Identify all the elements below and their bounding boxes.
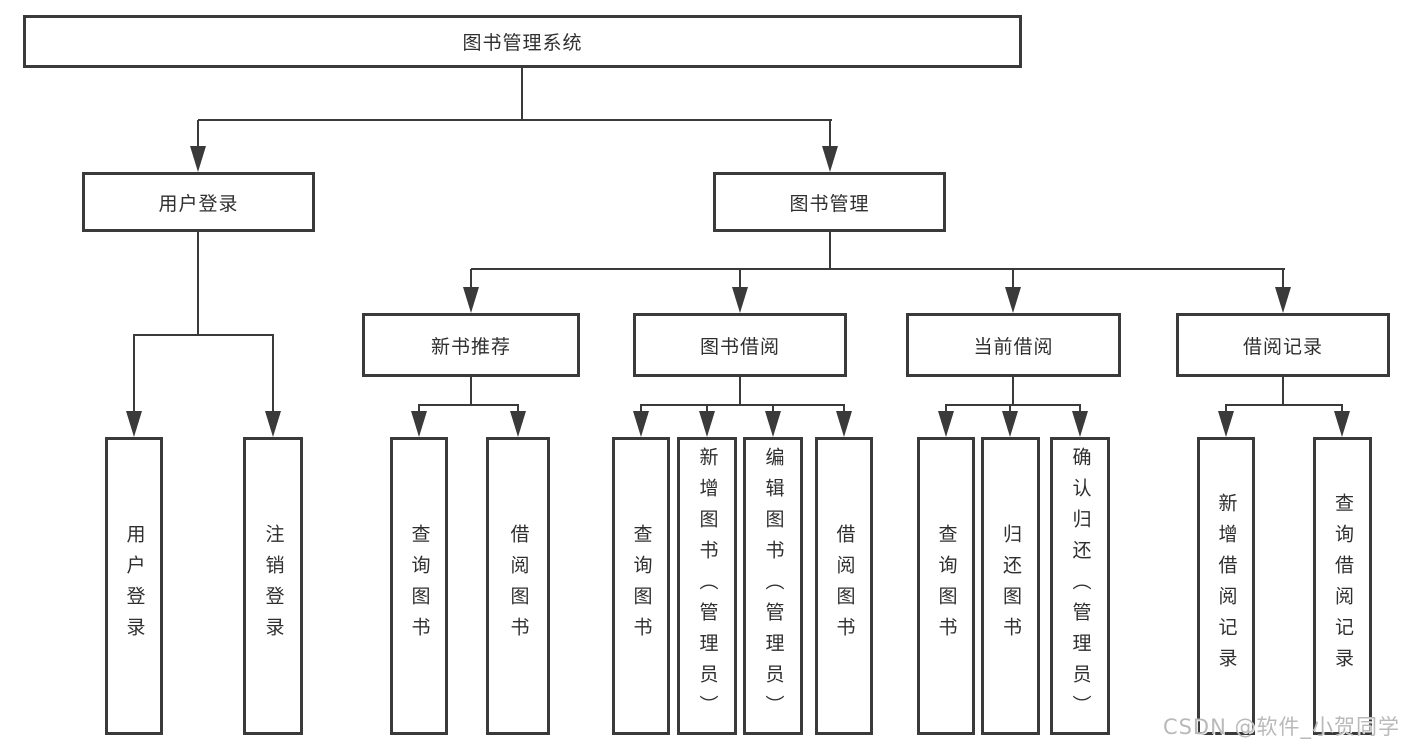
node-book-management: 图书管理: [713, 172, 946, 232]
connector-line: [772, 404, 774, 413]
node-label: 借阅图书: [507, 524, 530, 648]
connector-line: [1341, 404, 1343, 413]
connector-line: [1012, 377, 1014, 406]
connector-line: [197, 120, 199, 147]
arrow-down-icon: [633, 411, 649, 437]
connector-line: [1226, 404, 1343, 406]
node-label: 图书借阅: [699, 335, 780, 358]
connector-line: [198, 119, 832, 121]
leaf-add-borrow-record: 新增借阅记录: [1197, 437, 1255, 735]
node-label: 用户登录: [123, 524, 146, 648]
node-new-book-recommend: 新书推荐: [362, 313, 580, 377]
connector-line: [521, 68, 523, 120]
arrow-down-icon: [822, 146, 838, 172]
arrow-down-icon: [938, 411, 954, 437]
arrow-down-icon: [1275, 287, 1291, 313]
connector-line: [829, 120, 831, 147]
connector-line: [272, 334, 274, 411]
arrow-down-icon: [190, 146, 206, 172]
arrow-down-icon: [699, 411, 715, 437]
node-label: 注销登录: [262, 524, 285, 648]
node-label: 借阅图书: [833, 524, 856, 648]
leaf-borrow-books: 借阅图书: [815, 437, 873, 735]
node-current-borrow: 当前借阅: [906, 313, 1121, 377]
connector-line: [1012, 269, 1014, 288]
arrow-down-icon: [265, 411, 281, 437]
leaf-query-borrow-record: 查询借阅记录: [1313, 437, 1372, 735]
connector-line: [739, 377, 741, 406]
connector-line: [706, 404, 708, 413]
leaf-add-books-admin: 新增图书（管理员）: [677, 437, 737, 735]
arrow-down-icon: [765, 411, 781, 437]
node-label: 编辑图书（管理员）: [762, 446, 785, 726]
connector-line: [829, 232, 831, 270]
leaf-return-books: 归还图书: [981, 437, 1040, 735]
node-label: 新增借阅记录: [1215, 493, 1238, 679]
connector-line: [1225, 404, 1227, 413]
leaf-confirm-return-admin: 确认归还（管理员）: [1050, 437, 1110, 735]
node-label: 查询借阅记录: [1332, 493, 1354, 679]
connector-line: [470, 377, 472, 406]
connector-line: [739, 269, 741, 288]
leaf-edit-books-admin: 编辑图书（管理员）: [743, 437, 803, 735]
arrow-down-icon: [510, 411, 526, 437]
connector-line: [470, 269, 472, 288]
connector-line: [133, 334, 135, 411]
connector-line: [134, 334, 274, 336]
node-label: 新书推荐: [430, 335, 511, 358]
node-label: 查询图书: [935, 524, 958, 648]
node-borrow-records: 借阅记录: [1176, 313, 1390, 377]
node-user-login: 用户登录: [82, 172, 315, 232]
node-label: 用户登录: [158, 192, 239, 215]
arrow-down-icon: [463, 287, 479, 313]
arrow-down-icon: [1218, 411, 1234, 437]
connector-line: [843, 404, 845, 413]
connector-line: [419, 404, 519, 406]
node-label: 当前借阅: [973, 335, 1054, 358]
csdn-watermark: CSDN @软件_小贺同学: [1162, 715, 1400, 739]
arrow-down-icon: [732, 287, 748, 313]
node-label: 图书管理系统: [462, 32, 583, 54]
leaf-query-books-recommend: 查询图书: [390, 437, 448, 735]
node-label: 归还图书: [1000, 524, 1022, 648]
connector-line: [946, 404, 1081, 406]
leaf-logout: 注销登录: [243, 437, 303, 735]
leaf-query-books-borrow: 查询图书: [612, 437, 670, 735]
leaf-query-books-current: 查询图书: [917, 437, 975, 735]
connector-line: [1282, 377, 1284, 406]
node-label: 借阅记录: [1242, 335, 1323, 358]
arrow-down-icon: [411, 411, 427, 437]
connector-line: [1079, 404, 1081, 413]
connector-line: [471, 268, 1285, 270]
leaf-user-login: 用户登录: [105, 437, 163, 735]
connector-line: [197, 232, 199, 336]
arrow-down-icon: [1072, 411, 1088, 437]
node-root: 图书管理系统: [23, 15, 1022, 68]
connector-line: [1282, 269, 1284, 288]
arrow-down-icon: [836, 411, 852, 437]
node-label: 确认归还（管理员）: [1069, 446, 1092, 726]
arrow-down-icon: [1005, 287, 1021, 313]
node-label: 新增图书（管理员）: [696, 446, 719, 726]
leaf-borrow-books-recommend: 借阅图书: [486, 437, 550, 735]
node-label: 查询图书: [630, 524, 653, 648]
node-label: 查询图书: [408, 524, 431, 648]
connector-line: [945, 404, 947, 413]
arrow-down-icon: [1334, 411, 1350, 437]
arrow-down-icon: [1002, 411, 1018, 437]
node-label: 图书管理: [789, 192, 870, 215]
connector-line: [418, 404, 420, 413]
connector-line: [1009, 404, 1011, 413]
arrow-down-icon: [126, 411, 142, 437]
node-book-borrow: 图书借阅: [633, 313, 847, 377]
connector-line: [640, 404, 642, 413]
connector-line: [641, 404, 845, 406]
connector-line: [517, 404, 519, 413]
